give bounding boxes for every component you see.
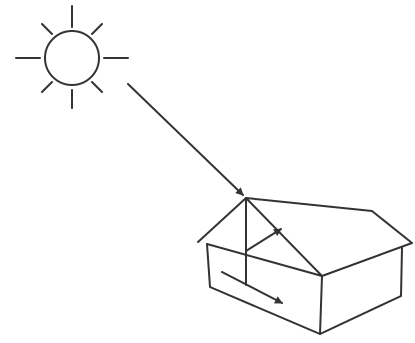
sun-ray-bottom-right [92, 82, 102, 92]
house-roof-gable [198, 198, 322, 276]
house-roof-ridge [246, 198, 412, 276]
sun-ray-bottom-left [42, 82, 52, 92]
diagonal-heat-arrow [246, 229, 281, 251]
sun-rays [16, 6, 128, 108]
sun-ray-top-left [42, 24, 52, 34]
house-icon [198, 198, 412, 334]
sun-disc [45, 31, 99, 85]
sun-ray-top-right [92, 24, 102, 34]
sun-icon [16, 6, 128, 108]
floor-heat-arrow [222, 272, 282, 303]
sun-ray-arrow [128, 84, 243, 195]
